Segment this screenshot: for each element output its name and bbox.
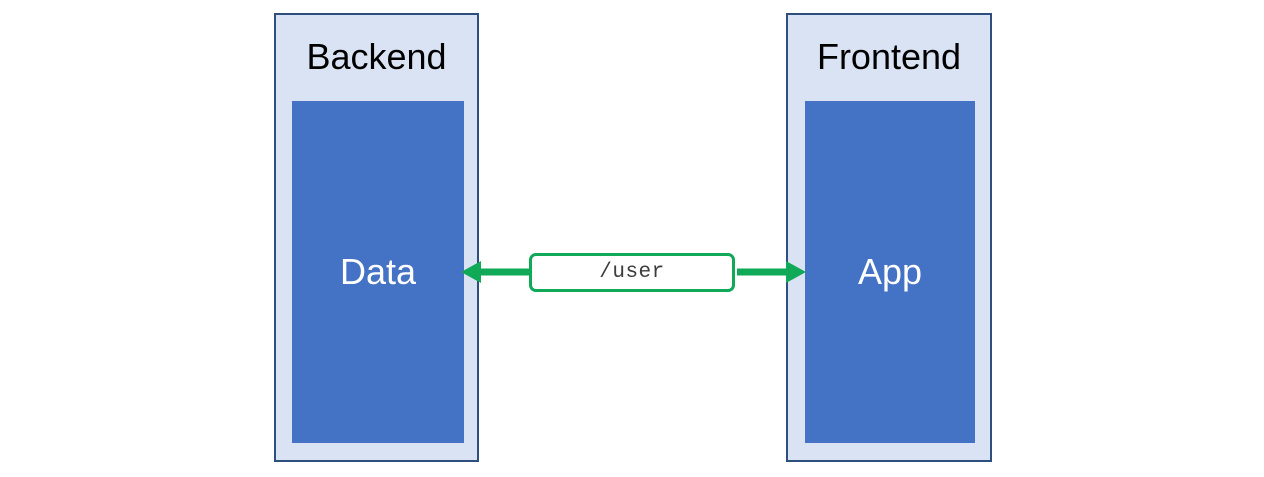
group-frontend-title: Frontend [816,36,962,77]
arrowhead-left-icon [461,261,481,283]
arrowhead-right-icon [786,261,806,283]
connector-label-chip[interactable]: /user [529,253,735,292]
connector-label-text: /user [599,260,665,284]
node-app-label: App [857,251,923,292]
connector-data-app[interactable] [455,248,810,296]
group-backend-title: Backend [306,36,447,77]
bidirectional-arrow-icon [461,261,806,283]
node-app[interactable]: App [805,101,975,443]
group-backend[interactable]: Backend Data [274,13,479,462]
group-frontend[interactable]: Frontend App [786,13,992,462]
node-data-label: Data [339,251,417,292]
node-data[interactable]: Data [292,101,464,443]
